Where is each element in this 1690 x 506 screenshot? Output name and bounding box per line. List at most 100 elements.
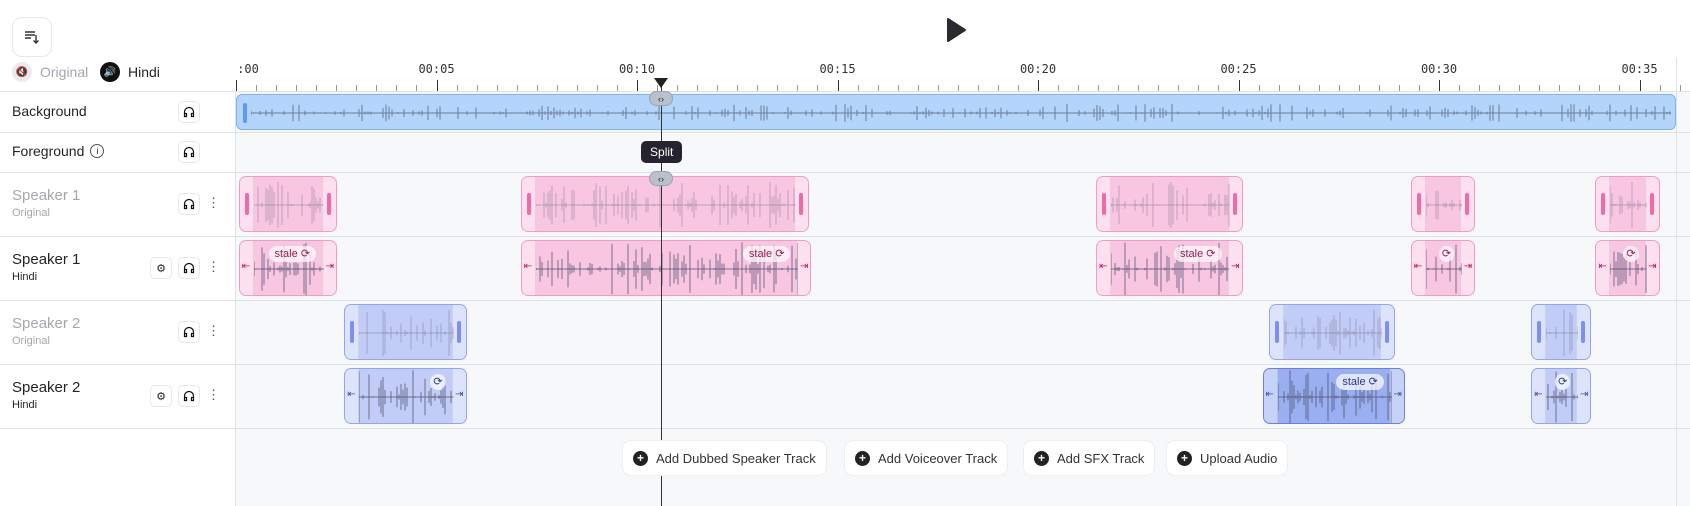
speaker1-clip[interactable]: ⇤ ⇥ stale ⟳ — [238, 240, 338, 296]
clip-trim-right[interactable] — [451, 369, 466, 423]
clip-trim-right[interactable] — [1389, 369, 1404, 423]
regenerate-icon[interactable]: ⟳ — [1438, 246, 1455, 262]
trim-handle[interactable] — [1384, 321, 1389, 343]
extend-right-icon[interactable]: ⇥ — [1463, 261, 1473, 272]
timeline-area[interactable] — [236, 91, 1690, 506]
track-more-menu-icon[interactable]: ⋮ — [207, 323, 220, 338]
clip-trim-right[interactable] — [1460, 241, 1475, 295]
speaker2-clip[interactable]: ⇤ ⇥ ⟳ — [1531, 368, 1592, 424]
track-more-menu-icon[interactable]: ⋮ — [207, 195, 220, 210]
speaker1-clip[interactable]: ⇤ ⇥ stale ⟳ — [1096, 240, 1243, 296]
speaker1-clip[interactable] — [238, 176, 338, 232]
extend-right-icon[interactable]: ⇥ — [325, 261, 335, 272]
clip-trim-right[interactable] — [322, 241, 337, 295]
regenerate-icon[interactable]: ⟳ — [775, 248, 785, 260]
speaker1-clip[interactable] — [1410, 176, 1476, 232]
clip-trim-left[interactable] — [1532, 369, 1547, 423]
regenerate-icon[interactable]: ⟳ — [430, 374, 446, 390]
headphones-solo-button[interactable] — [178, 385, 200, 407]
add-track-button[interactable]: +Add SFX Track — [1023, 440, 1156, 476]
split-handle-icon[interactable]: ‹› — [649, 171, 674, 186]
headphones-solo-button[interactable] — [178, 141, 200, 163]
stale-badge[interactable]: stale ⟳ — [1173, 246, 1222, 262]
trim-handle[interactable] — [1601, 193, 1606, 215]
regenerate-icon[interactable]: ⟳ — [1623, 246, 1639, 262]
trim-handle[interactable] — [1649, 193, 1654, 215]
regenerate-icon[interactable]: ⟳ — [1206, 248, 1216, 260]
headphones-solo-button[interactable] — [178, 193, 200, 215]
trim-handle[interactable] — [799, 193, 804, 215]
speaker2-clip[interactable] — [344, 304, 467, 360]
extend-left-icon[interactable]: ⇤ — [1534, 389, 1543, 400]
trim-handle[interactable] — [1465, 193, 1470, 215]
headphones-solo-button[interactable] — [178, 321, 200, 343]
speaker1-clip[interactable]: ⇤ ⇥ stale ⟳ — [520, 240, 812, 296]
extend-left-icon[interactable]: ⇤ — [1265, 389, 1274, 400]
trim-handle[interactable] — [350, 321, 355, 343]
extend-left-icon[interactable]: ⇤ — [523, 261, 533, 272]
ruler-label: :00 — [237, 62, 259, 76]
extend-left-icon[interactable]: ⇤ — [1413, 261, 1423, 272]
trim-handle[interactable] — [1416, 193, 1421, 215]
speaker1-clip[interactable]: ⇤ ⇥ ⟳ — [1595, 240, 1660, 296]
extend-right-icon[interactable]: ⇥ — [1231, 261, 1240, 272]
extend-left-icon[interactable]: ⇤ — [241, 261, 251, 272]
playhead-marker[interactable] — [654, 78, 669, 88]
speaker2-clip[interactable] — [1268, 304, 1395, 360]
trim-handle[interactable] — [1102, 193, 1107, 215]
headphones-solo-button[interactable] — [178, 257, 200, 279]
playhead-line[interactable] — [661, 78, 663, 506]
trim-handle[interactable] — [1537, 321, 1542, 343]
background-audio-clip[interactable] — [236, 94, 1676, 130]
info-icon[interactable]: i — [90, 144, 105, 158]
clip-trim-handle[interactable] — [243, 103, 247, 123]
extend-right-icon[interactable]: ⇥ — [1393, 389, 1402, 400]
extend-left-icon[interactable]: ⇤ — [1598, 261, 1607, 272]
clip-trim-right[interactable] — [1576, 369, 1591, 423]
trim-handle[interactable] — [244, 193, 249, 215]
speaker1-clip[interactable]: ⇤ ⇥ ⟳ — [1410, 240, 1476, 296]
stale-badge[interactable]: stale ⟳ — [742, 246, 791, 262]
add-track-button[interactable]: +Add Dubbed Speaker Track — [622, 440, 827, 476]
headphones-solo-button[interactable] — [178, 100, 200, 123]
play-button[interactable] — [940, 14, 972, 46]
add-track-button[interactable]: +Upload Audio — [1166, 440, 1289, 476]
trim-handle[interactable] — [1232, 193, 1237, 215]
trim-handle[interactable] — [526, 193, 531, 215]
speaker2-clip[interactable] — [1531, 304, 1592, 360]
language-original-toggle[interactable]: 🔇 Original — [12, 62, 88, 82]
split-handle-icon[interactable]: ‹› — [649, 91, 674, 106]
regenerate-icon[interactable]: ⟳ — [1555, 374, 1571, 390]
track-more-menu-icon[interactable]: ⋮ — [207, 259, 220, 274]
speaker1-clip[interactable] — [1096, 176, 1243, 232]
add-track-button[interactable]: +Add Voiceover Track — [844, 440, 1009, 476]
extend-right-icon[interactable]: ⇥ — [1648, 261, 1657, 272]
extend-left-icon[interactable]: ⇤ — [1099, 261, 1108, 272]
clip-trim-right[interactable] — [1644, 241, 1659, 295]
regenerate-icon[interactable]: ⟳ — [300, 248, 311, 260]
clip-trim-right[interactable] — [1227, 241, 1242, 295]
trim-handle[interactable] — [456, 321, 461, 343]
speaker1-clip[interactable] — [1595, 176, 1660, 232]
trim-handle[interactable] — [327, 193, 332, 215]
language-hindi-toggle[interactable]: 🔊 Hindi — [100, 62, 160, 82]
track-list-menu-button[interactable] — [12, 17, 52, 57]
speaker1-clip[interactable] — [520, 176, 810, 232]
speaker2-clip[interactable]: ⇤ ⇥ ⟳ — [344, 368, 467, 424]
trim-handle[interactable] — [1274, 321, 1279, 343]
speaker2-clip[interactable]: ⇤ ⇥ stale ⟳ — [1262, 368, 1405, 424]
stale-badge[interactable]: stale ⟳ — [268, 246, 317, 262]
extend-right-icon[interactable]: ⇥ — [1579, 389, 1589, 400]
track-more-menu-icon[interactable]: ⋮ — [207, 387, 220, 402]
regenerate-icon[interactable]: ⟳ — [1368, 376, 1378, 388]
clip-trim-right[interactable] — [796, 241, 811, 295]
extend-right-icon[interactable]: ⇥ — [800, 261, 809, 272]
trim-handle[interactable] — [1581, 321, 1586, 343]
stale-badge[interactable]: stale ⟳ — [1336, 374, 1384, 390]
track-settings-button[interactable]: ⚙ — [150, 385, 172, 407]
extend-right-icon[interactable]: ⇥ — [455, 389, 464, 400]
track-settings-button[interactable]: ⚙ — [150, 257, 172, 279]
track-language: Hindi — [12, 399, 38, 411]
extend-left-icon[interactable]: ⇤ — [347, 389, 356, 400]
